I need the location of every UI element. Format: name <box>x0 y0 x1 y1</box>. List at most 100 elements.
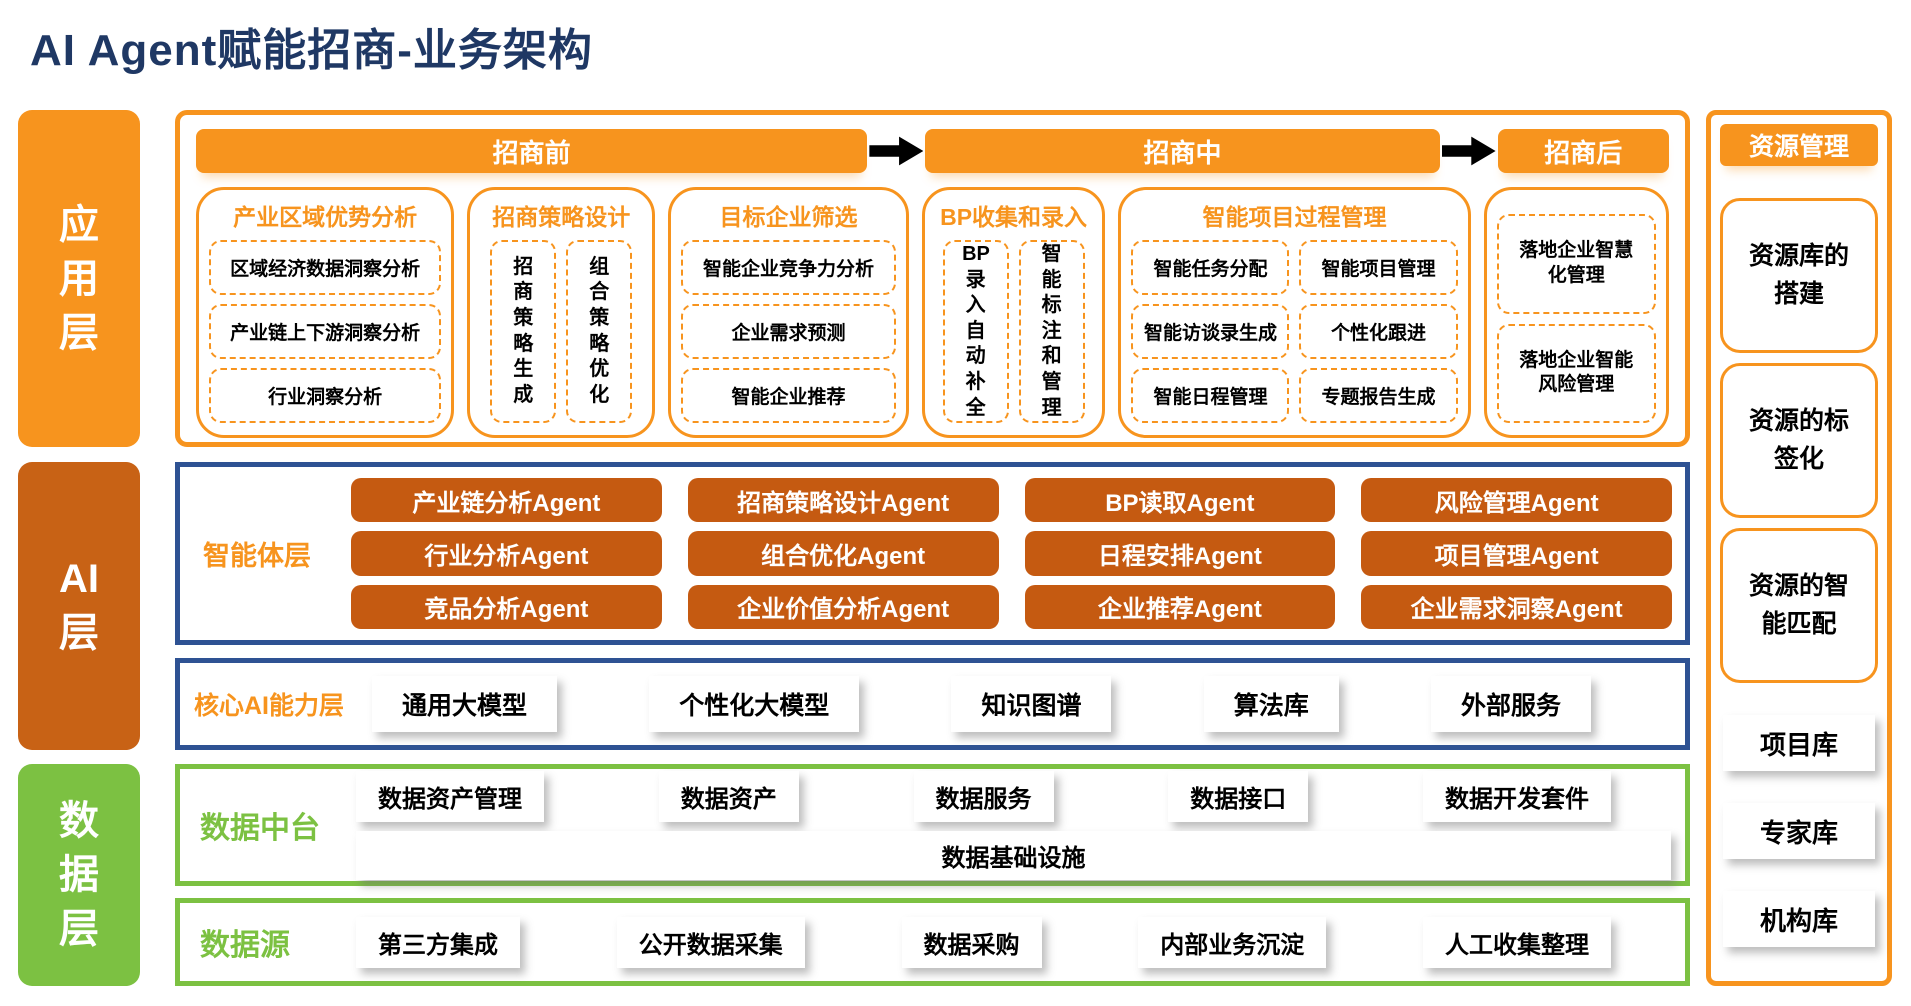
column-items: 智能任务分配 智能项目管理 智能访谈录生成 个性化跟进 智能日程管理 专题报告生… <box>1131 240 1458 424</box>
capability-box: 企业需求预测 <box>681 304 896 360</box>
column-items: 区域经济数据洞察分析 产业链上下游洞察分析 行业洞察分析 <box>209 240 442 424</box>
capability-box: 智能企业推荐 <box>681 368 896 424</box>
capability-box: 个性化跟进 <box>1299 304 1458 360</box>
column-items: BP录入自动补全 智能标注和管理 <box>935 240 1093 424</box>
core-ai-box: 知识图谱 <box>951 676 1112 732</box>
column-title: 智能项目过程管理 <box>1202 204 1387 230</box>
rail-ai-layer: AI层 <box>18 462 140 750</box>
resource-library-box: 机构库 <box>1723 891 1875 947</box>
data-source-box: 数据源 第三方集成 公开数据采集 数据采购 内部业务沉淀 人工收集整理 <box>175 898 1690 986</box>
data-platform-label: 数据中台 <box>200 812 320 845</box>
capability-box-vertical: 招商策略生成 <box>490 240 557 424</box>
column-target-enterprise-screening: 目标企业筛选 智能企业竞争力分析 企业需求预测 智能企业推荐 <box>668 187 909 439</box>
data-platform-item: 数据开发套件 <box>1423 770 1611 822</box>
column-title: 目标企业筛选 <box>719 204 858 230</box>
stage-mid-investment: 招商中 <box>925 129 1440 173</box>
data-source-item: 人工收集整理 <box>1423 916 1611 968</box>
capability-box-vertical: BP录入自动补全 <box>942 240 1009 424</box>
capability-label: 招商策略生成 <box>513 255 534 406</box>
capability-box: 行业洞察分析 <box>209 368 442 424</box>
agent-box: 招商策略设计Agent <box>687 478 999 523</box>
data-platform-item: 数据接口 <box>1168 770 1309 822</box>
data-platform-item: 数据服务 <box>913 770 1054 822</box>
page-title: AI Agent赋能招商-业务架构 <box>30 26 593 75</box>
agent-box: 产业链分析Agent <box>351 478 662 523</box>
rail-application-layer: 应用层 <box>18 110 140 447</box>
capability-box: 产业链上下游洞察分析 <box>209 304 442 360</box>
data-platform-items: 数据资产管理 数据资产 数据服务 数据接口 数据开发套件 <box>356 770 1671 822</box>
column-industry-region-advantage: 产业区域优势分析 区域经济数据洞察分析 产业链上下游洞察分析 行业洞察分析 <box>196 187 455 439</box>
agent-box: 企业价值分析Agent <box>687 584 999 629</box>
data-infrastructure-box: 数据基础设施 <box>356 830 1671 880</box>
capability-box: 智能企业竞争力分析 <box>681 240 896 296</box>
column-title: 招商策略设计 <box>492 204 631 230</box>
stage-pre-investment: 招商前 <box>196 129 868 173</box>
agent-box: 项目管理Agent <box>1361 531 1672 576</box>
agent-box: 风险管理Agent <box>1361 478 1672 523</box>
resource-library-box: 专家库 <box>1723 803 1875 859</box>
column-items: 招商策略生成 组合策略优化 <box>480 240 642 424</box>
core-ai-layer-box: 核心AI能力层 通用大模型 个性化大模型 知识图谱 算法库 外部服务 <box>175 658 1690 750</box>
capability-box: 智能访谈录生成 <box>1131 304 1290 360</box>
agent-box: 企业推荐Agent <box>1024 584 1336 629</box>
stage-post-investment: 招商后 <box>1497 129 1669 173</box>
agents-grid: 产业链分析Agent 招商策略设计Agent BP读取Agent 风险管理Age… <box>351 478 1672 629</box>
capability-box: 专题报告生成 <box>1299 368 1458 424</box>
arrow-right-icon <box>869 136 924 166</box>
capability-label: 组合策略优化 <box>589 255 610 406</box>
column-items: 落地企业智慧化管理 落地企业智能风险管理 <box>1496 196 1656 424</box>
pipeline-header: 招商前 招商中 招商后 <box>196 129 1669 173</box>
resource-management-title: 资源管理 <box>1720 124 1878 166</box>
data-platform-box: 数据中台 数据资产管理 数据资产 数据服务 数据接口 数据开发套件 数据基础设施 <box>175 764 1690 886</box>
core-ai-box: 算法库 <box>1203 676 1339 732</box>
capability-label: BP录入自动补全 <box>962 243 990 419</box>
capability-box: 智能日程管理 <box>1131 368 1290 424</box>
rail-data-layer-label: 数据层 <box>59 799 99 951</box>
agent-layer-box: 智能体层 产业链分析Agent 招商策略设计Agent BP读取Agent 风险… <box>175 462 1690 645</box>
data-source-label: 数据源 <box>200 929 290 962</box>
agent-box: 企业需求洞察Agent <box>1361 584 1672 629</box>
column-smart-project-process-management: 智能项目过程管理 智能任务分配 智能项目管理 智能访谈录生成 个性化跟进 智能日… <box>1118 187 1471 439</box>
data-source-items: 第三方集成 公开数据采集 数据采购 内部业务沉淀 人工收集整理 <box>356 916 1671 968</box>
data-platform-content: 数据资产管理 数据资产 数据服务 数据接口 数据开发套件 数据基础设施 <box>356 770 1671 880</box>
data-platform-item: 数据资产管理 <box>356 770 544 822</box>
agent-layer-label: 智能体层 <box>203 541 311 571</box>
resource-library-box: 项目库 <box>1723 715 1875 771</box>
data-source-item: 数据采购 <box>901 916 1042 968</box>
column-bp-collection-entry: BP收集和录入 BP录入自动补全 智能标注和管理 <box>921 187 1106 439</box>
column-strategy-design: 招商策略设计 招商策略生成 组合策略优化 <box>467 187 656 439</box>
agent-box: BP读取Agent <box>1024 478 1336 523</box>
capability-box-vertical: 智能标注和管理 <box>1018 240 1085 424</box>
capability-label: 智能标注和管理 <box>1041 243 1062 419</box>
agent-box: 竞品分析Agent <box>351 584 662 629</box>
agent-box: 日程安排Agent <box>1024 531 1336 576</box>
capability-box: 落地企业智慧化管理 <box>1496 214 1656 314</box>
data-source-item: 第三方集成 <box>356 916 520 968</box>
rail-application-layer-label: 应用层 <box>59 202 99 355</box>
arrow-right-icon <box>1441 136 1496 166</box>
capability-box: 智能项目管理 <box>1299 240 1458 296</box>
core-ai-items: 通用大模型 个性化大模型 知识图谱 算法库 外部服务 <box>372 676 1671 732</box>
rail-data-layer: 数据层 <box>18 764 140 986</box>
application-columns: 产业区域优势分析 区域经济数据洞察分析 产业链上下游洞察分析 行业洞察分析 招商… <box>196 187 1669 439</box>
agent-box: 组合优化Agent <box>687 531 999 576</box>
rail-ai-layer-label: AI层 <box>59 557 99 655</box>
column-title: 产业区域优势分析 <box>233 204 418 230</box>
application-layer-box: 招商前 招商中 招商后 产业区域优势分析 区域经济数据洞察分析 产业链上下游洞察… <box>175 110 1690 447</box>
column-title: BP收集和录入 <box>940 204 1088 230</box>
capability-box: 智能任务分配 <box>1131 240 1290 296</box>
column-post-investment: 落地企业智慧化管理 落地企业智能风险管理 <box>1483 187 1669 439</box>
core-ai-box: 通用大模型 <box>372 676 558 732</box>
resource-management-panel: 资源管理 资源库的搭建 资源的标签化 资源的智能匹配 项目库 专家库 机构库 <box>1706 110 1892 986</box>
data-source-item: 内部业务沉淀 <box>1138 916 1327 968</box>
core-ai-box: 个性化大模型 <box>649 676 860 732</box>
core-ai-box: 外部服务 <box>1430 676 1591 732</box>
column-items: 智能企业竞争力分析 企业需求预测 智能企业推荐 <box>681 240 896 424</box>
agent-box: 行业分析Agent <box>351 531 662 576</box>
capability-box: 落地企业智能风险管理 <box>1496 323 1656 424</box>
resource-function-box: 资源的智能匹配 <box>1720 528 1878 683</box>
data-platform-item: 数据资产 <box>658 770 799 822</box>
core-ai-layer-label: 核心AI能力层 <box>194 692 345 720</box>
data-source-item: 公开数据采集 <box>616 916 805 968</box>
resource-function-box: 资源库的搭建 <box>1720 198 1878 353</box>
